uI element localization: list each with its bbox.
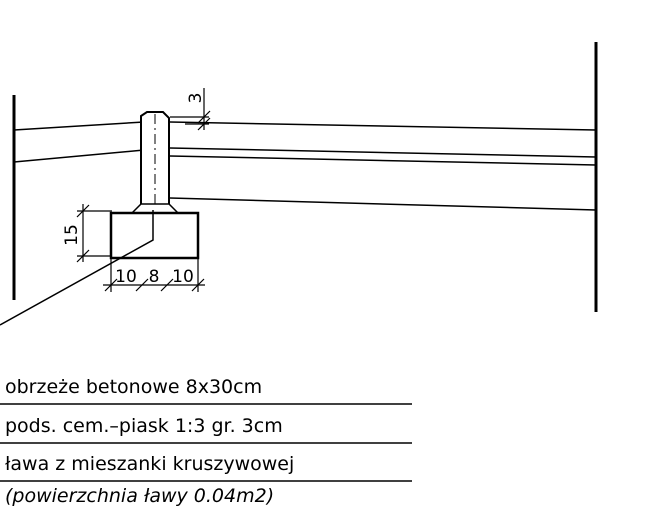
right-base-line xyxy=(169,197,597,211)
leader-line xyxy=(0,210,154,326)
legend-labels: obrzeże betonowe 8x30cm pods. cem.–piask… xyxy=(0,376,412,507)
label-curb: obrzeże betonowe 8x30cm xyxy=(5,376,262,398)
curb-bedding xyxy=(130,203,180,214)
dimension-bottom-label-2: 8 xyxy=(149,267,160,287)
right-surface-line xyxy=(169,121,597,131)
label-bedding: pods. cem.–piask 1:3 gr. 3cm xyxy=(5,415,283,437)
dimension-top: 3 xyxy=(170,88,211,131)
label-foundation: ława z mieszanki kruszywowej xyxy=(5,453,294,475)
label-foundation-area: (powierzchnia ławy 0.04m2) xyxy=(5,485,274,507)
dimension-left-label: 15 xyxy=(62,224,82,246)
right-layer-line-2 xyxy=(169,155,597,166)
dimension-left: 15 xyxy=(62,204,112,263)
dimension-top-label: 3 xyxy=(186,93,206,104)
right-layer-line-1 xyxy=(169,147,597,158)
dimension-bottom-label-1: 10 xyxy=(115,267,137,287)
left-surface-line xyxy=(13,121,145,131)
dimension-bottom: 10 8 10 xyxy=(103,258,205,292)
left-base-line xyxy=(13,149,145,163)
dimension-bottom-label-3: 10 xyxy=(172,267,194,287)
aggregate-foundation xyxy=(109,211,200,260)
